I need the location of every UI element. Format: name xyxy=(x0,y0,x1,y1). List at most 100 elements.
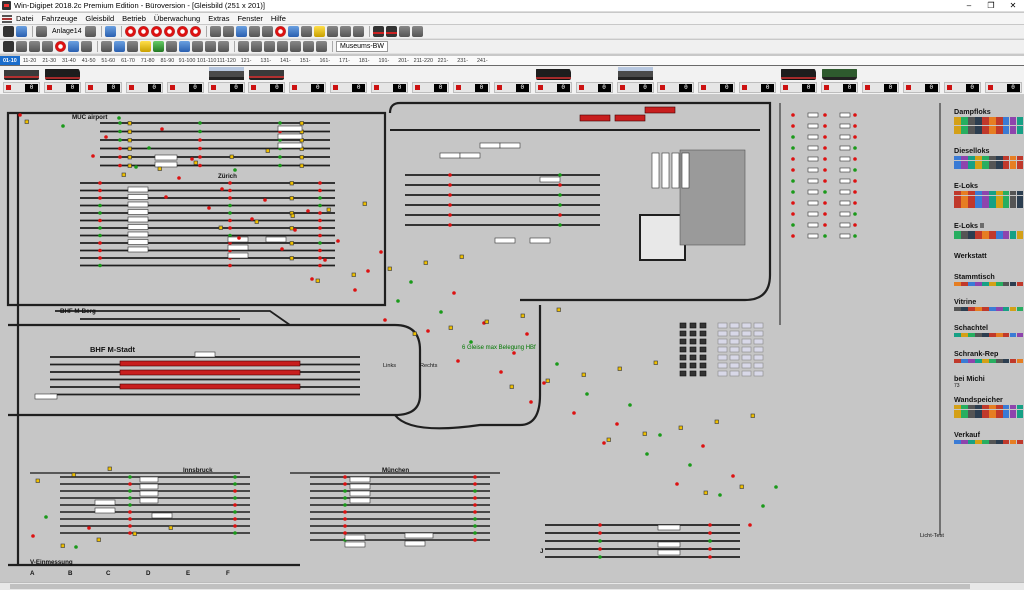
route-button[interactable] xyxy=(680,347,686,352)
storage-cell[interactable] xyxy=(996,161,1003,165)
signal-icon[interactable] xyxy=(233,482,237,486)
signal-icon[interactable] xyxy=(791,135,795,139)
storage-cell[interactable] xyxy=(968,121,975,125)
signal-icon[interactable] xyxy=(198,138,202,142)
storage-cell[interactable] xyxy=(961,307,968,311)
signal-icon[interactable] xyxy=(343,524,347,528)
storage-cell[interactable] xyxy=(989,235,996,239)
turnout-indicator[interactable] xyxy=(316,279,320,283)
loco-slot[interactable]: 0 xyxy=(166,66,205,94)
storage-cell[interactable] xyxy=(989,126,996,130)
track-block[interactable] xyxy=(128,210,148,215)
signal-icon[interactable] xyxy=(318,211,322,215)
signal-icon[interactable] xyxy=(823,135,827,139)
signal-icon[interactable] xyxy=(598,547,602,551)
storage-cell[interactable] xyxy=(1017,235,1024,239)
signal-icon[interactable] xyxy=(791,223,795,227)
loco-controller[interactable]: 0 xyxy=(617,82,654,93)
track-block[interactable] xyxy=(530,238,550,243)
signal-icon[interactable] xyxy=(280,247,284,251)
route-button[interactable] xyxy=(754,323,763,328)
turnout-indicator[interactable] xyxy=(122,173,126,177)
control-button[interactable] xyxy=(808,157,818,161)
loco-controller[interactable]: 0 xyxy=(44,82,81,93)
storage-cell[interactable] xyxy=(975,231,982,235)
stop-icon-5[interactable] xyxy=(177,26,188,37)
storage-cell[interactable] xyxy=(1010,410,1017,414)
loco-controller[interactable]: 0 xyxy=(780,82,817,93)
storage-cell[interactable] xyxy=(1003,165,1010,169)
storage-cell[interactable] xyxy=(1003,359,1010,363)
signal-icon[interactable] xyxy=(118,164,122,168)
signal-icon[interactable] xyxy=(791,179,795,183)
loco-slot[interactable]: 0 xyxy=(902,66,941,94)
loco-controller[interactable]: 0 xyxy=(330,82,367,93)
track-block[interactable] xyxy=(128,202,148,207)
storage-section[interactable]: Schrank-Rep xyxy=(954,349,1022,363)
turnout-indicator[interactable] xyxy=(128,164,132,168)
storage-cell[interactable] xyxy=(982,165,989,169)
storage-cell[interactable] xyxy=(982,156,989,160)
train-icon[interactable] xyxy=(373,26,384,37)
turnout-indicator[interactable] xyxy=(290,242,294,246)
layout-select[interactable]: Anlage14 xyxy=(52,28,82,35)
turnout-indicator[interactable] xyxy=(72,473,76,477)
signal-icon[interactable] xyxy=(98,211,102,215)
binoculars-icon[interactable] xyxy=(101,41,112,52)
route-button[interactable] xyxy=(690,363,696,368)
control-button[interactable] xyxy=(808,212,818,216)
turnout-indicator[interactable] xyxy=(740,485,744,489)
loco-image[interactable] xyxy=(536,67,571,80)
turnout-indicator[interactable] xyxy=(557,308,561,312)
turnout-indicator[interactable] xyxy=(413,332,417,336)
storage-cell[interactable] xyxy=(975,405,982,409)
storage-cell[interactable] xyxy=(968,196,975,200)
turnout-indicator[interactable] xyxy=(643,432,647,436)
storage-cell[interactable] xyxy=(954,440,961,444)
route-button[interactable] xyxy=(680,371,686,376)
storage-cell[interactable] xyxy=(1010,235,1017,239)
loco-controller[interactable]: 0 xyxy=(576,82,613,93)
signal-icon[interactable] xyxy=(343,475,347,479)
track-block[interactable] xyxy=(128,217,148,222)
signal-icon[interactable] xyxy=(645,452,649,456)
turnout-indicator[interactable] xyxy=(290,197,294,201)
storage-cell[interactable] xyxy=(961,235,968,239)
direction-indicator[interactable] xyxy=(170,85,175,90)
storage-cell[interactable] xyxy=(982,130,989,134)
signal-icon[interactable] xyxy=(473,482,477,486)
signal-icon[interactable] xyxy=(318,204,322,208)
storage-cell[interactable] xyxy=(975,414,982,418)
signal-icon[interactable] xyxy=(318,249,322,253)
route-button[interactable] xyxy=(700,355,706,360)
tools-icon[interactable] xyxy=(36,26,47,37)
storage-cell[interactable] xyxy=(961,282,968,286)
signal-icon[interactable] xyxy=(228,264,232,268)
storage-cell[interactable] xyxy=(968,231,975,235)
route-button[interactable] xyxy=(718,363,727,368)
storage-cell[interactable] xyxy=(1010,117,1017,121)
direction-indicator[interactable] xyxy=(579,85,584,90)
loco-image[interactable] xyxy=(45,67,80,80)
turnout-indicator[interactable] xyxy=(128,122,132,126)
signal-icon[interactable] xyxy=(853,113,857,117)
signal-icon[interactable] xyxy=(118,138,122,142)
storage-cell[interactable] xyxy=(968,282,975,286)
storage-cell[interactable] xyxy=(968,410,975,414)
storage-cell[interactable] xyxy=(1010,282,1017,286)
tab-241-250[interactable]: 241-250 xyxy=(473,56,493,65)
turnout-indicator[interactable] xyxy=(363,202,367,206)
storage-cell[interactable] xyxy=(975,204,982,208)
signal-icon[interactable] xyxy=(318,181,322,185)
signal-icon[interactable] xyxy=(598,555,602,559)
occupied-track[interactable] xyxy=(580,115,610,121)
signal-icon[interactable] xyxy=(190,157,194,161)
turnout-indicator[interactable] xyxy=(618,367,622,371)
signal-icon[interactable] xyxy=(118,121,122,125)
storage-cell[interactable] xyxy=(1003,200,1010,204)
signal-icon[interactable] xyxy=(688,463,692,467)
signal-icon[interactable] xyxy=(628,403,632,407)
turnout-indicator[interactable] xyxy=(133,532,137,536)
track-block[interactable] xyxy=(128,187,148,192)
occupied-track[interactable] xyxy=(120,370,300,375)
